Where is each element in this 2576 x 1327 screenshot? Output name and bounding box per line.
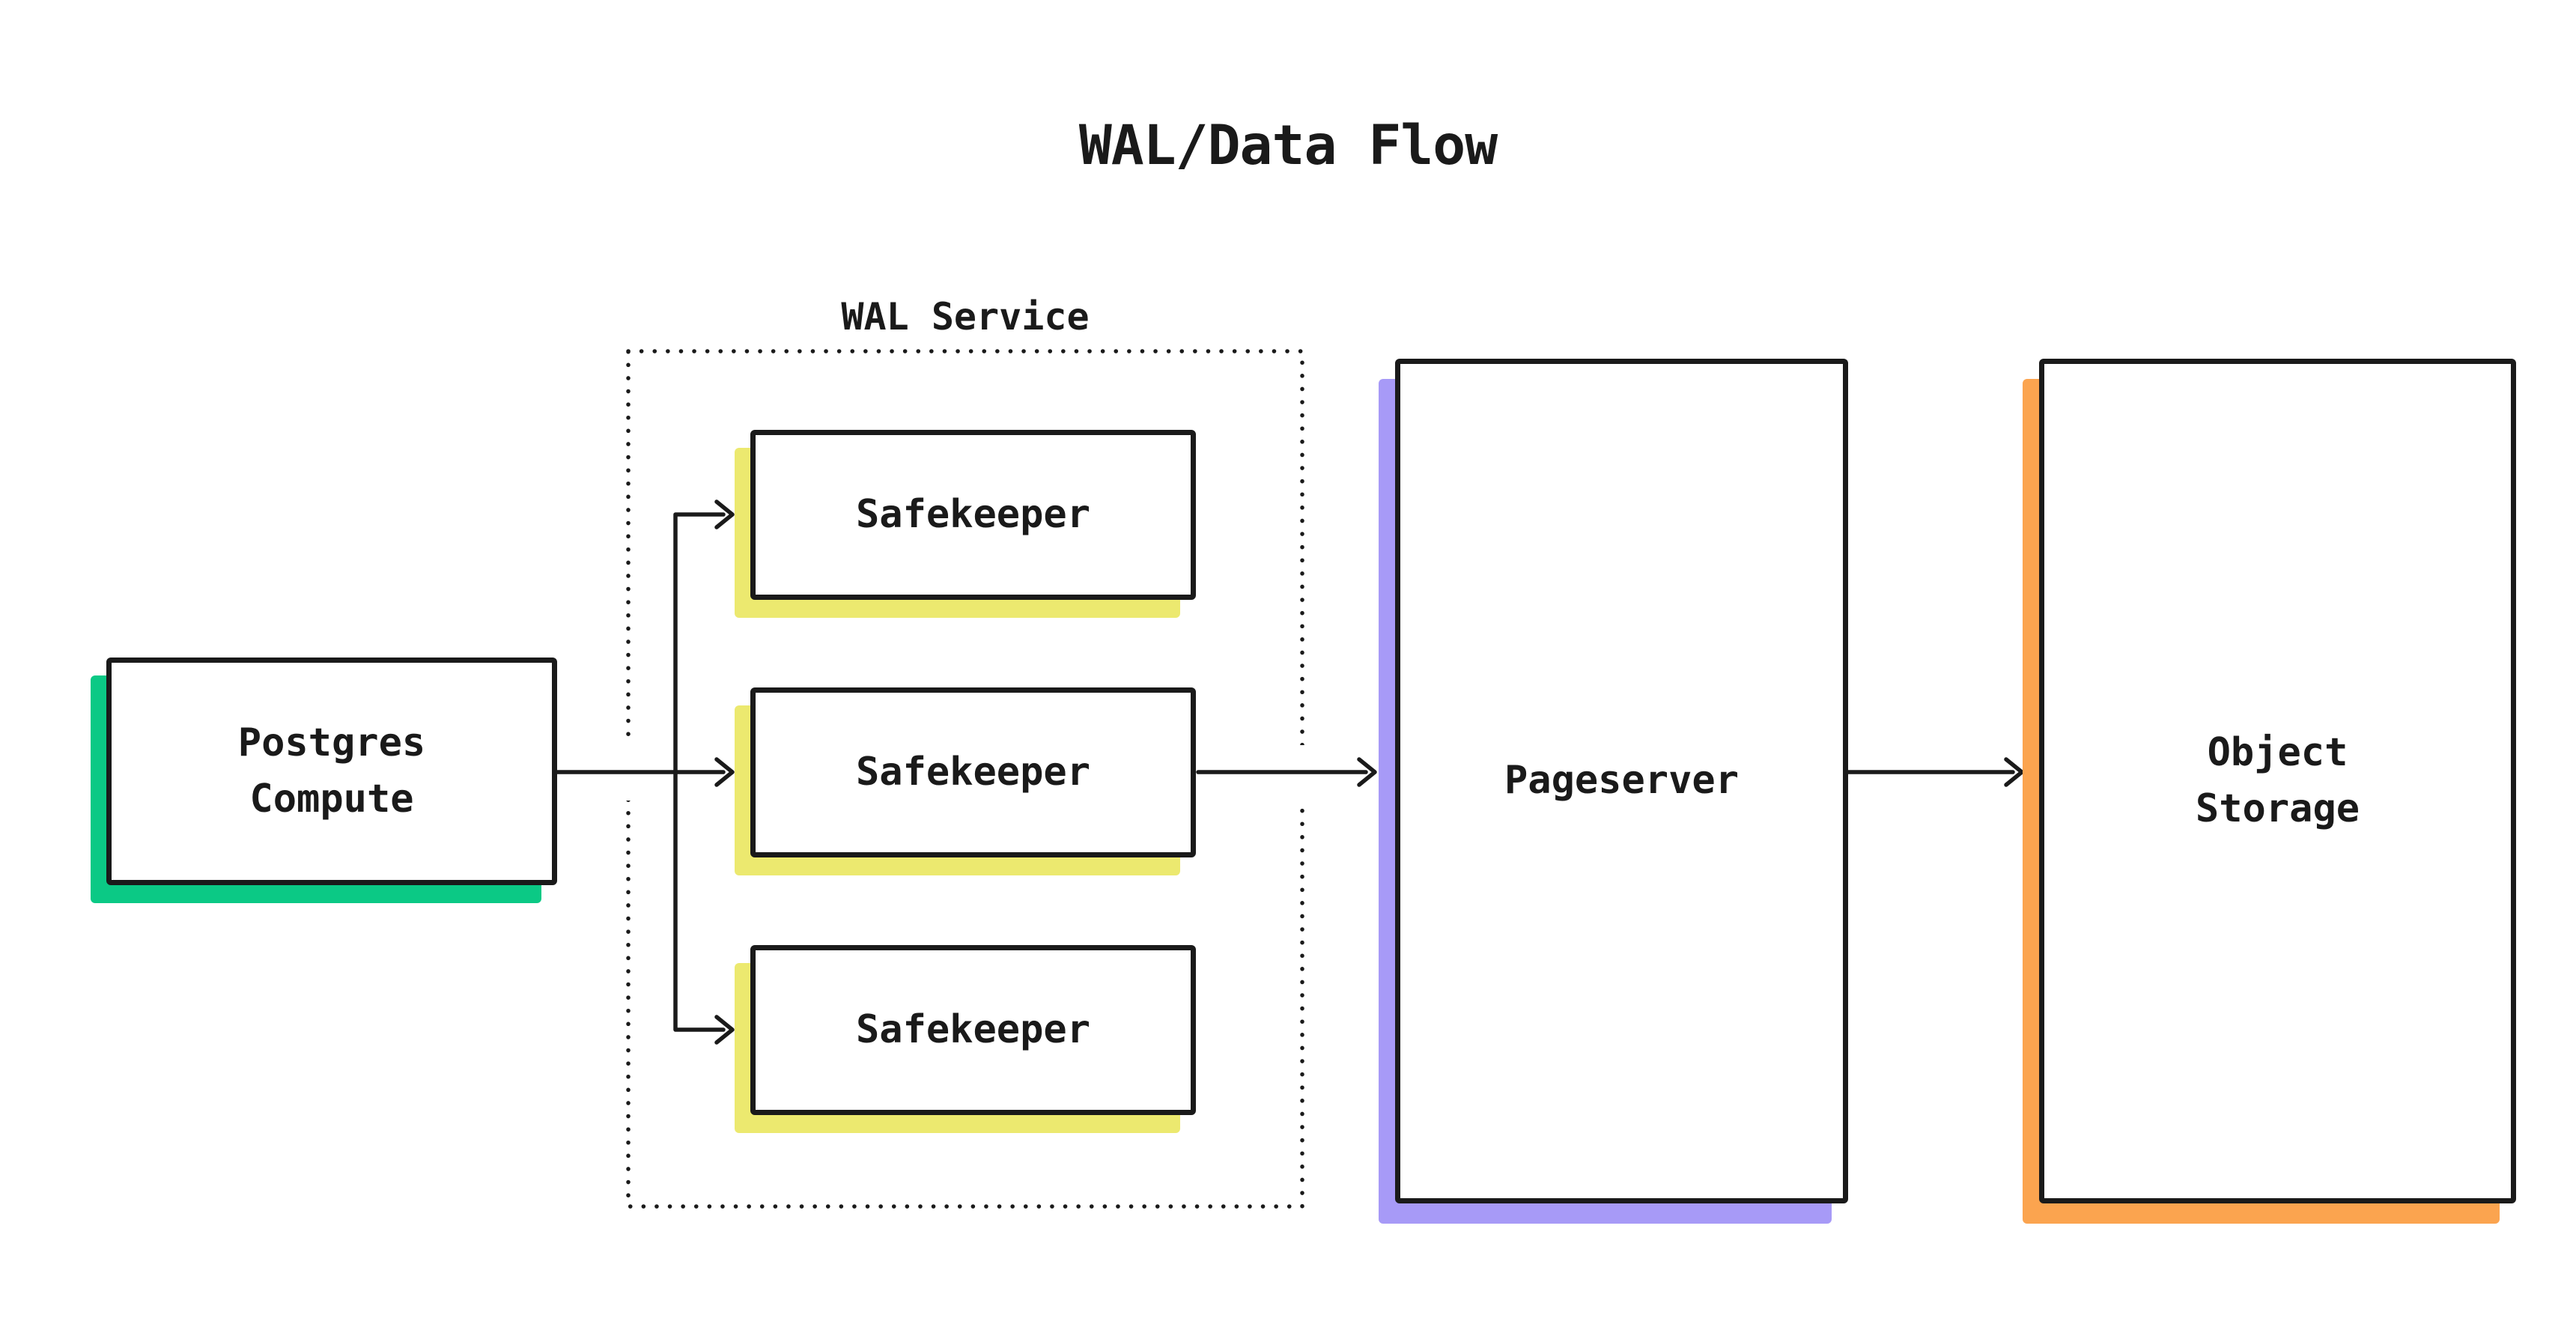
arrowhead-icon <box>2004 757 2024 787</box>
node-safekeeper-2: Safekeeper <box>750 687 1196 857</box>
node-safekeeper-3-label: Safekeeper <box>855 1006 1091 1052</box>
arrowhead-icon <box>1357 757 1377 787</box>
node-object-storage-label: Object Storage <box>2195 729 2360 831</box>
node-pageserver-label: Pageserver <box>1504 758 1740 804</box>
edge-postgres-compute-to-safekeeper-3 <box>673 770 726 1032</box>
node-postgres-compute: Postgres Compute <box>106 658 557 885</box>
node-safekeeper-1: Safekeeper <box>750 430 1196 600</box>
arrowhead-icon <box>714 499 735 529</box>
arrowhead-icon <box>714 757 735 787</box>
node-safekeeper-1-label: Safekeeper <box>855 491 1091 537</box>
arrowhead-icon <box>714 1015 735 1045</box>
node-safekeeper-3: Safekeeper <box>750 945 1196 1115</box>
node-postgres-compute-label: Postgres Compute <box>237 720 426 822</box>
wal-service-group-label: WAL Service <box>841 295 1090 338</box>
node-pageserver: Pageserver <box>1395 359 1848 1203</box>
diagram-title: WAL/Data Flow <box>1078 114 1498 177</box>
node-safekeeper-2-label: Safekeeper <box>855 749 1091 795</box>
edge-postgres-compute-to-safekeeper-1 <box>673 512 726 774</box>
node-object-storage: Object Storage <box>2039 359 2516 1203</box>
